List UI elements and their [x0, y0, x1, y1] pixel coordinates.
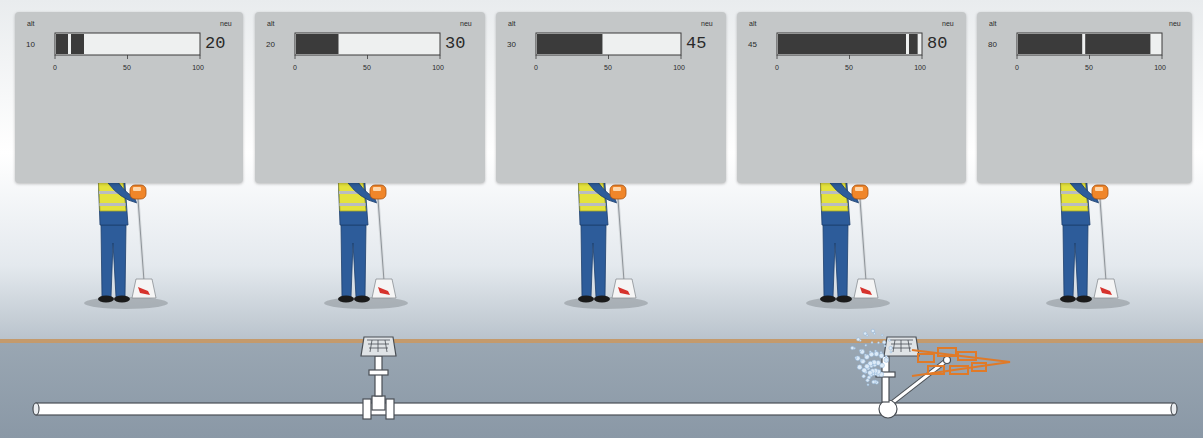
- gauge-panel: alt neu 20 30 0 50 100: [255, 12, 485, 183]
- gauge-label: neu: [460, 20, 472, 27]
- reading-value: 80: [927, 35, 947, 52]
- gauge-label: alt: [508, 20, 515, 27]
- gauge-label: 50: [1085, 64, 1093, 71]
- gauge-label: 100: [1154, 64, 1166, 71]
- gauge-panel: alt neu 80 0 50 100: [977, 12, 1192, 183]
- gauge-panel: alt neu 30 45 0 50 100: [496, 12, 726, 183]
- gauge-label: 0: [53, 64, 57, 71]
- gauge-label: 0: [775, 64, 779, 71]
- gauge-label: 100: [673, 64, 685, 71]
- reading-value: 30: [445, 35, 465, 52]
- gauge-label: neu: [701, 20, 713, 27]
- gauge-label: 30: [507, 41, 516, 49]
- gauge-label: 100: [432, 64, 444, 71]
- gauge-label: 50: [363, 64, 371, 71]
- gauge-label: alt: [749, 20, 756, 27]
- gauge-label: 0: [293, 64, 297, 71]
- gauge-label: neu: [942, 20, 954, 27]
- gauge-label: 20: [266, 41, 275, 49]
- gauge-label: 50: [845, 64, 853, 71]
- gauge-label: 0: [534, 64, 538, 71]
- gauge-label: alt: [27, 20, 34, 27]
- reading-value: 45: [686, 35, 706, 52]
- gauge-label: 50: [604, 64, 612, 71]
- reading-value: 20: [205, 35, 225, 52]
- gauge-label: 45: [748, 41, 757, 49]
- gauge-label: 10: [26, 41, 35, 49]
- gauge-label: 0: [1015, 64, 1019, 71]
- gauge-label: alt: [989, 20, 996, 27]
- gauge-label: neu: [220, 20, 232, 27]
- leak-spray: [851, 329, 893, 386]
- gauge-label: 80: [988, 41, 997, 49]
- gauge-label: 100: [914, 64, 926, 71]
- level-bar: [977, 12, 1192, 183]
- gauge-panel: alt neu 10 20 0 50 100: [15, 12, 243, 183]
- gauge-label: 100: [192, 64, 204, 71]
- gauge-label: 50: [123, 64, 131, 71]
- gauge-label: neu: [1169, 20, 1181, 27]
- gauge-label: alt: [267, 20, 274, 27]
- gauge-panel: alt neu 45 80 0 50 100: [737, 12, 966, 183]
